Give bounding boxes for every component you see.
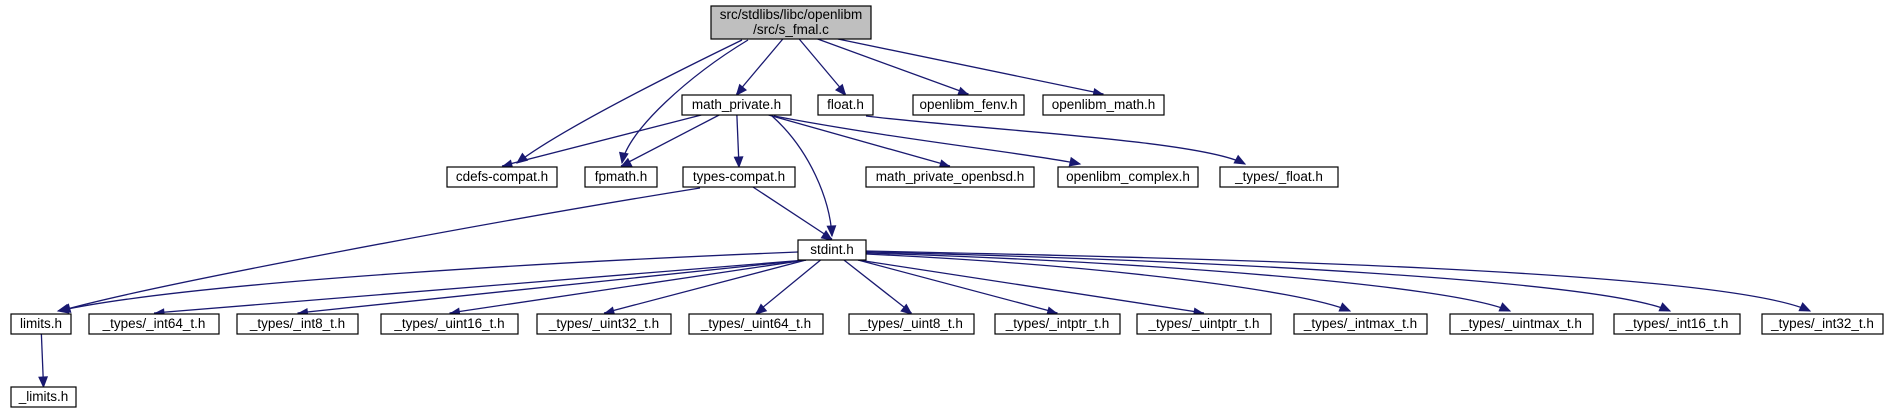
edge-stdint-to-types_int16: [865, 251, 1672, 312]
node-label: openlibm_fenv.h: [919, 97, 1017, 112]
node-types-int8[interactable]: _types/_int8_t.h: [236, 313, 359, 335]
node-label: _types/_uint16_t.h: [393, 316, 504, 331]
node-types-int64[interactable]: _types/_int64_t.h: [88, 313, 220, 335]
node-math-private-openbsd[interactable]: math_private_openbsd.h: [865, 166, 1035, 188]
edge-float-to-types_float: [865, 115, 1247, 165]
node-label: cdefs-compat.h: [456, 169, 548, 184]
node-label: _types/_uint64_t.h: [700, 316, 811, 331]
edge-math_private-to-openlibm_complex: [773, 115, 1082, 167]
edge-root-to-float: [798, 38, 847, 96]
node-label: math_private.h: [692, 97, 781, 112]
edge-math_private-to-cdefs_compat: [500, 114, 702, 170]
node-label: _types/_uint32_t.h: [548, 316, 659, 331]
edge-types_compat-to-limits: [58, 187, 701, 313]
node-types-intptr[interactable]: _types/_intptr_t.h: [994, 313, 1121, 335]
node-stdint[interactable]: stdint.h: [797, 239, 867, 261]
node-label: _types/_int16_t.h: [1625, 316, 1729, 331]
edge-root-to-fpmath: [619, 39, 749, 165]
node-openlibm-fenv[interactable]: openlibm_fenv.h: [912, 94, 1025, 116]
edge-stdint-to-types_intptr: [857, 259, 1059, 317]
node-label: _types/_int32_t.h: [1770, 316, 1874, 331]
node-label: float.h: [827, 97, 864, 112]
node-openlibm-math[interactable]: openlibm_math.h: [1042, 94, 1165, 116]
node-label: _limits.h: [18, 389, 69, 404]
edge-stdint-to-types_uintptr: [857, 259, 1206, 318]
edge-limits-to-_limits: [38, 333, 49, 389]
node-root[interactable]: src/stdlibs/libc/openlibm/src/s_fmal.c: [710, 5, 872, 40]
node-label: openlibm_complex.h: [1066, 169, 1190, 184]
node-types-uint64[interactable]: _types/_uint64_t.h: [688, 313, 824, 335]
node-label: _types/_float.h: [1234, 169, 1323, 184]
node-label: fpmath.h: [595, 169, 648, 184]
nodes: src/stdlibs/libc/openlibm/src/s_fmal.cma…: [10, 5, 1884, 408]
node-label: _types/_int64_t.h: [102, 316, 206, 331]
node-label: limits.h: [20, 316, 62, 331]
node-float[interactable]: float.h: [817, 94, 874, 116]
edge-root-to-math_private: [735, 38, 784, 96]
edges: [38, 38, 1812, 389]
node-types-uintptr[interactable]: _types/_uintptr_t.h: [1136, 313, 1272, 335]
edge-stdint-to-types_uint64: [755, 259, 822, 315]
edge-stdint-to-types_intmax: [865, 253, 1352, 312]
node-fpmath[interactable]: fpmath.h: [584, 166, 658, 188]
node-label: src/stdlibs/libc/openlibm: [720, 7, 863, 22]
node-label: _types/_uint8_t.h: [859, 316, 963, 331]
node-limits[interactable]: limits.h: [10, 313, 72, 335]
node-math-private[interactable]: math_private.h: [681, 94, 792, 116]
edge-stdint-to-limits: [56, 251, 799, 314]
node-types-float[interactable]: _types/_float.h: [1219, 166, 1339, 188]
edge-stdint-to-types_uint16: [448, 259, 807, 318]
edge-types_compat-to-stdint: [752, 186, 834, 241]
edge-stdint-to-types_uint8: [843, 259, 913, 315]
node-label: /src/s_fmal.c: [753, 22, 829, 37]
node--limits[interactable]: _limits.h: [10, 386, 77, 408]
node-label: _types/_int8_t.h: [249, 316, 345, 331]
node-label: math_private_openbsd.h: [876, 169, 1025, 184]
node-types-compat[interactable]: types-compat.h: [682, 166, 796, 188]
node-label: _types/_intmax_t.h: [1303, 316, 1417, 331]
node-label: _types/_uintptr_t.h: [1147, 316, 1259, 331]
node-label: stdint.h: [810, 242, 854, 257]
node-types-uint16[interactable]: _types/_uint16_t.h: [380, 313, 519, 335]
node-label: types-compat.h: [693, 169, 785, 184]
edge-root-to-openlibm_math: [837, 38, 1105, 98]
node-types-intmax[interactable]: _types/_intmax_t.h: [1293, 313, 1428, 335]
edge-stdint-to-types_int8: [296, 259, 807, 318]
node-types-int16[interactable]: _types/_int16_t.h: [1613, 313, 1741, 335]
node-label: _types/_uintmax_t.h: [1460, 316, 1582, 331]
edge-math_private-to-types_compat: [733, 114, 744, 169]
edge-stdint-to-types_int32: [865, 250, 1812, 312]
node-types-uint32[interactable]: _types/_uint32_t.h: [536, 313, 672, 335]
node-cdefs-compat[interactable]: cdefs-compat.h: [446, 166, 558, 188]
edge-math_private-to-stdint: [771, 115, 837, 238]
node-label: openlibm_math.h: [1052, 97, 1156, 112]
node-types-uintmax[interactable]: _types/_uintmax_t.h: [1449, 313, 1594, 335]
node-types-int32[interactable]: _types/_int32_t.h: [1761, 313, 1884, 335]
node-label: _types/_intptr_t.h: [1005, 316, 1110, 331]
node-types-uint8[interactable]: _types/_uint8_t.h: [848, 313, 975, 335]
node-openlibm-complex[interactable]: openlibm_complex.h: [1057, 166, 1199, 188]
edge-stdint-to-types_uintmax: [865, 252, 1512, 312]
